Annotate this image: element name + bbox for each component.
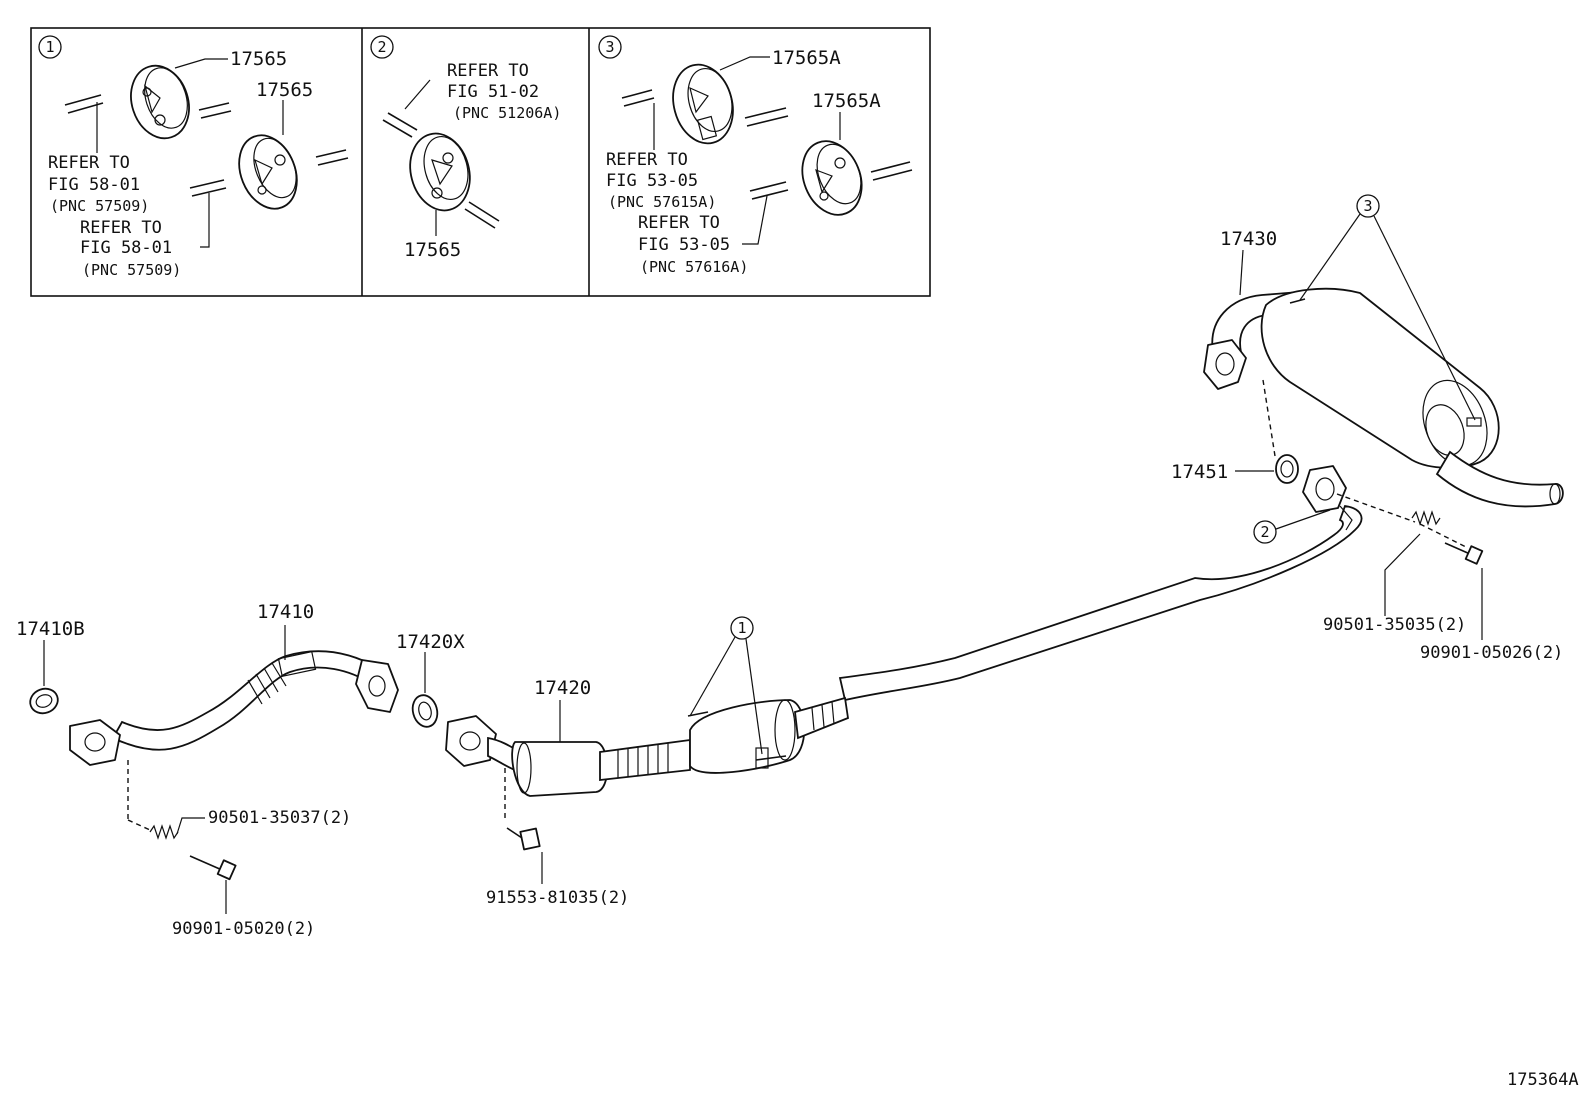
assembly-dash-line	[1262, 379, 1276, 457]
inset-1-ref-a-pnc: (PNC 57509)	[50, 197, 149, 215]
muffler-17430	[1203, 287, 1564, 508]
inset-1-number-circle	[38, 35, 62, 59]
hanger-17565-b	[238, 134, 298, 210]
hanger-17565-c	[409, 132, 471, 212]
label-90501-35035: 90501-35035(2)	[1323, 615, 1466, 635]
inset-3-ref-a-pnc: (PNC 57615A)	[608, 193, 716, 211]
rod	[191, 187, 227, 197]
rod	[751, 189, 789, 200]
inset-2-number: 2	[377, 38, 386, 56]
inset-1-ref-a-line1: REFER TO	[48, 153, 130, 173]
rod	[464, 208, 496, 229]
inset-3-label-b: 17565A	[812, 90, 881, 112]
callout-1: 1	[689, 616, 763, 755]
rod	[872, 169, 913, 181]
leader	[742, 195, 768, 245]
inset-3-label-a: 17565A	[772, 47, 841, 69]
label-17430: 17430	[1220, 228, 1277, 250]
bolt-91553-81035	[506, 827, 541, 851]
leader	[719, 56, 770, 71]
hanger-17565A-b	[801, 140, 863, 216]
figure-id: 175364A	[1507, 1070, 1579, 1090]
inset-1-ref-a-line2: FIG 58-01	[48, 175, 140, 195]
inset-3-ref-a-line2: FIG 53-05	[606, 171, 698, 191]
hanger-17565-a	[130, 64, 190, 140]
leader-90501-35037	[176, 817, 205, 835]
spring-90501-35037	[149, 824, 179, 840]
inset-3-ref-b-line1: REFER TO	[638, 213, 720, 233]
svg-text:1: 1	[737, 619, 746, 637]
rod	[198, 102, 230, 111]
assembly-dash-line	[1336, 493, 1416, 523]
rod	[67, 102, 104, 114]
svg-text:2: 2	[1260, 523, 1269, 541]
gasket-17451	[1275, 454, 1299, 484]
leader	[200, 193, 210, 248]
rod	[623, 97, 655, 107]
bolt-90901-05026	[1444, 542, 1484, 565]
rod	[382, 119, 413, 138]
inset-2-ref-pnc: (PNC 51206A)	[453, 104, 561, 122]
label-90901-05026: 90901-05026(2)	[1420, 643, 1563, 663]
leader	[174, 58, 228, 69]
inset-3-number-circle	[598, 35, 622, 59]
rod	[387, 112, 418, 131]
inset-1-label-a: 17565	[230, 48, 287, 70]
gasket-17410B	[29, 687, 59, 715]
converter-pipe-17420	[445, 696, 849, 797]
inset-3-ref-b-line2: FIG 53-05	[638, 235, 730, 255]
assembly-dash-line	[1419, 523, 1469, 549]
gasket-17420X	[411, 694, 439, 728]
inset-1-ref-b-line1: REFER TO	[80, 218, 162, 238]
center-pipe	[838, 465, 1363, 702]
inset-3-ref-a-line1: REFER TO	[606, 150, 688, 170]
label-90901-05020: 90901-05020(2)	[172, 919, 315, 939]
label-90501-35037: 90501-35037(2)	[208, 808, 351, 828]
inset-2-label: 17565	[404, 239, 461, 261]
label-17420X: 17420X	[396, 631, 465, 653]
inset-3-ref-b-pnc: (PNC 57616A)	[640, 258, 748, 276]
label-17410B: 17410B	[16, 618, 85, 640]
inset-3: 3	[598, 35, 913, 276]
rod	[870, 161, 911, 173]
label-91553-81035: 91553-81035(2)	[486, 888, 629, 908]
inset-1-ref-b-line2: FIG 58-01	[80, 238, 172, 258]
inset-panels: 1	[30, 27, 931, 297]
label-17451: 17451	[1171, 461, 1228, 483]
spring-90501-35035	[1411, 510, 1441, 526]
inset-1: 1	[38, 35, 349, 279]
rod	[315, 149, 347, 158]
rod	[621, 89, 653, 99]
inset-1-label-b: 17565	[256, 79, 313, 101]
bolt-90901-05020	[189, 855, 237, 881]
inset-2: 2 REFER TO FIG 51-02 (PNC 51206A) 17565	[370, 35, 561, 261]
rod	[746, 115, 789, 127]
front-pipe-17410	[69, 650, 399, 766]
leader-17430	[1239, 249, 1244, 296]
leader-90501-35035	[1384, 533, 1421, 616]
rod	[468, 201, 500, 222]
callout-3: 3	[1299, 194, 1476, 421]
rod	[317, 157, 349, 166]
inset-2-ref-line2: FIG 51-02	[447, 82, 539, 102]
rod	[749, 181, 787, 192]
rod	[64, 94, 102, 106]
callout-2: 2	[1253, 509, 1331, 544]
assembly-dash-line	[127, 819, 151, 831]
label-17410: 17410	[257, 601, 314, 623]
inset-3-number: 3	[605, 38, 614, 56]
inset-frame	[30, 27, 931, 297]
label-17420: 17420	[534, 677, 591, 699]
inset-1-number: 1	[45, 38, 54, 56]
rod	[744, 107, 787, 119]
rod	[200, 110, 232, 119]
svg-text:3: 3	[1363, 197, 1372, 215]
inset-2-ref-line1: REFER TO	[447, 61, 529, 81]
rod	[189, 179, 225, 189]
leader	[404, 79, 431, 110]
inset-1-ref-b-pnc: (PNC 57509)	[82, 261, 181, 279]
hanger-17565A-a	[672, 63, 734, 145]
inset-2-number-circle	[370, 35, 394, 59]
